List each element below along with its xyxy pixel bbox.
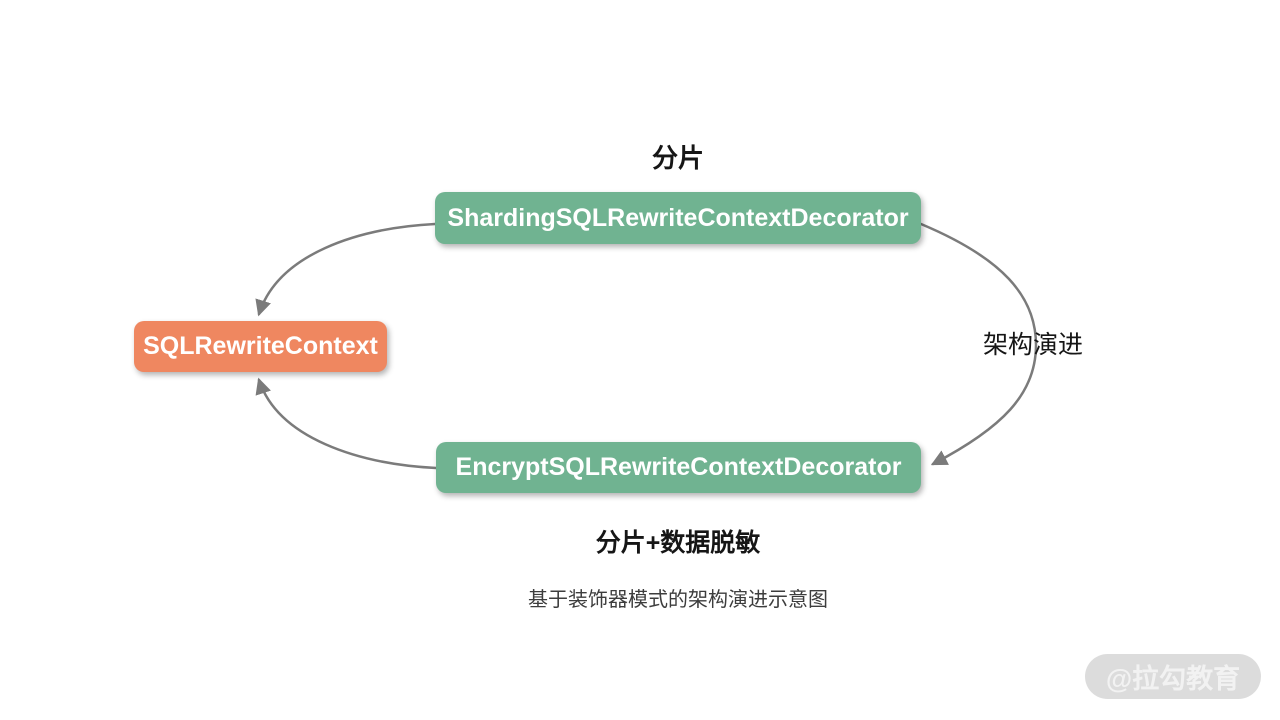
label-sharding-plus-masking-stage: 分片+数据脱敏 bbox=[595, 529, 761, 557]
node-encrypt-sql-rewrite-context-decorator: EncryptSQLRewriteContextDecorator bbox=[436, 442, 921, 493]
label-architecture-evolution: 架构演进 bbox=[983, 331, 1084, 359]
edge-sharding-to-context-arrow bbox=[255, 222, 437, 317]
node-sql-rewrite-context: SQLRewriteContext bbox=[134, 321, 387, 372]
diagram-caption: 基于装饰器模式的架构演进示意图 bbox=[528, 589, 828, 611]
label-sharding-stage: 分片 bbox=[651, 143, 705, 173]
edge-encrypt-to-context-arrow bbox=[255, 377, 438, 470]
edge-sharding-to-encrypt-arrow bbox=[919, 222, 1038, 466]
node-sharding-sql-rewrite-context-decorator: ShardingSQLRewriteContextDecorator bbox=[435, 192, 921, 244]
watermark-badge: @拉勾教育 bbox=[1085, 654, 1261, 699]
